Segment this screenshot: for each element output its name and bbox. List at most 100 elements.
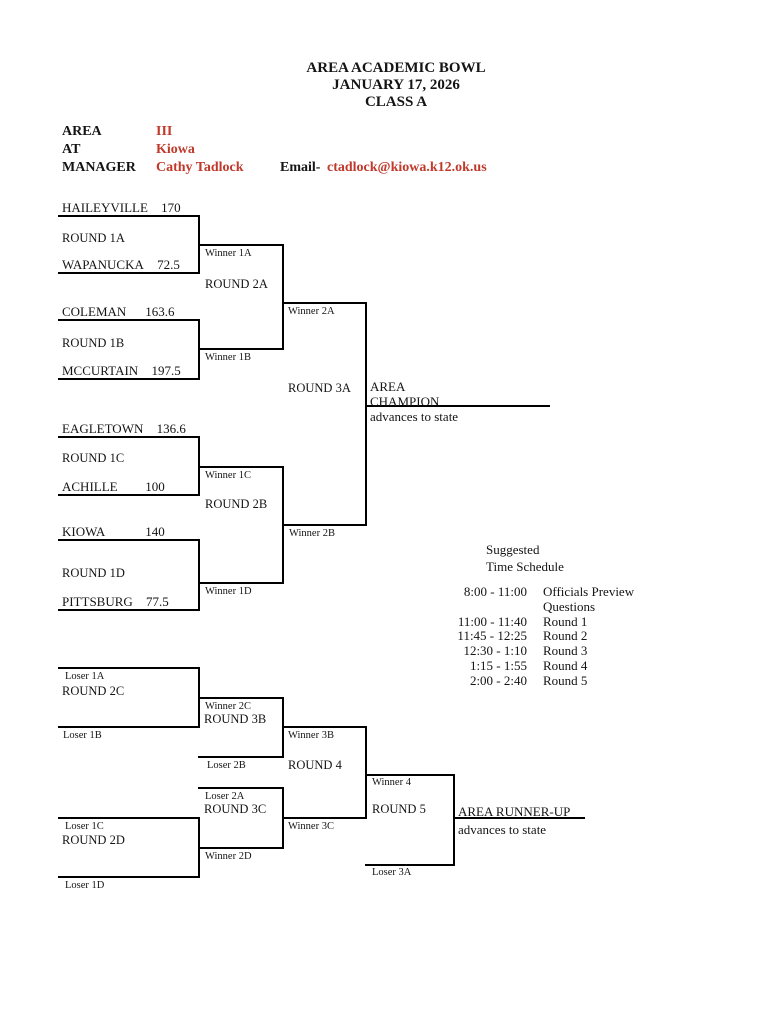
time-schedule: Suggested Time Schedule 8:00 - 11:00 Off… [447,541,634,689]
team-name: WAPANUCKA [62,257,144,272]
bracket-line-h [58,319,198,321]
bracket-line-h [58,609,198,611]
bracket-line-v [365,302,367,526]
bracket-line-h [58,726,198,728]
slot-label-winner-2c: Winner 2C [205,701,251,712]
schedule-row: 8:00 - 11:00 Officials Preview [447,584,635,600]
team-slot-kiowa: KIOWA 140 [62,524,165,540]
bracket-line-h [198,582,282,584]
bracket-line-v [198,539,200,611]
bracket-line-h [58,436,198,438]
schedule-event: Questions [543,598,595,614]
slot-label-loser-1c: Loser 1C [65,821,104,832]
bracket-line-h [198,756,282,758]
round-label-3b: ROUND 3B [204,712,267,726]
bracket-line-h [58,539,198,541]
schedule-time: 12:30 - 1:10 [463,643,527,659]
round-label-1c: ROUND 1C [62,451,125,465]
team-name: KIOWA [62,524,106,539]
team-score: 163.6 [145,304,175,319]
champion-line [365,405,550,407]
round-label-2a: ROUND 2A [205,277,268,291]
area-label: AREA [62,124,102,139]
bracket-line-h [282,302,365,304]
area-value: III [156,124,173,139]
slot-label-loser-2b: Loser 2B [207,760,246,771]
manager-value: Cathy Tadlock [156,160,244,175]
email-value: ctadlock@kiowa.k12.ok.us [327,160,487,175]
bracket-line-h [58,876,198,878]
bracket-line-h [282,817,365,819]
email-label: Email- [280,160,321,175]
bracket-line-v [198,436,200,496]
bracket-line-h [198,697,282,699]
schedule-heading-line1: Suggested [486,542,540,557]
schedule-event: Round 2 [543,628,588,644]
bracket-line-h [58,667,198,669]
team-score: 72.5 [157,257,180,272]
slot-label-loser-1b: Loser 1B [63,730,102,741]
schedule-heading-line2: Time Schedule [486,559,564,574]
title-line-event: AREA ACADEMIC BOWL [306,60,486,76]
schedule-time: 2:00 - 2:40 [469,672,527,688]
team-score: 100 [145,479,165,494]
slot-label-loser-1d: Loser 1D [65,880,105,891]
schedule-row: 11:45 - 12:25 Round 2 [447,629,634,644]
slot-label-winner-1d: Winner 1D [205,586,252,597]
slot-label-winner-1c: Winner 1C [205,470,251,481]
team-name: PITTSBURG [62,594,133,609]
page-title: AREA ACADEMIC BOWL JANUARY 17, 2026 CLAS… [36,60,756,111]
bracket-line-h [198,348,282,350]
manager-label: MANAGER [62,160,136,175]
schedule-event: Round 4 [543,657,588,673]
slot-label-winner-1b: Winner 1B [205,352,251,363]
slot-label-winner-2d: Winner 2D [205,851,252,862]
bracket-line-v [198,817,200,878]
slot-label-winner-3c: Winner 3C [288,821,334,832]
schedule-event: Round 5 [543,672,588,688]
slot-label-loser-3a: Loser 3A [372,867,412,878]
team-score: 136.6 [156,421,186,436]
bracket-line-h [58,215,198,217]
champion-title-line2: CHAMPION [370,394,440,409]
team-slot-eagletown: EAGLETOWN 136.6 [62,421,186,437]
bracket-line-h [282,524,365,526]
bracket-line-v [282,787,284,849]
at-label: AT [62,142,81,157]
team-score: 170 [161,200,181,215]
bracket-line-v [282,697,284,758]
team-name: MCCURTAIN [62,363,139,378]
bracket-line-h [365,774,453,776]
bracket-line-h [58,494,198,496]
slot-label-loser-2a: Loser 2A [205,791,245,802]
bracket-line-v [198,215,200,274]
bracket-line-h [198,847,282,849]
team-name: ACHILLE [62,479,118,494]
slot-label-winner-2a: Winner 2A [288,306,335,317]
round-label-1a: ROUND 1A [62,231,125,245]
team-slot-achille: ACHILLE 100 [62,479,165,495]
title-line-date: JANUARY 17, 2026 [332,77,460,93]
schedule-row: 12:30 - 1:10 Round 3 [447,643,634,659]
bracket-line-v [198,319,200,380]
schedule-event: Officials Preview [543,584,635,599]
team-name: COLEMAN [62,304,127,319]
champion-note: advances to state [370,409,459,424]
runner-up-line [453,817,585,819]
bracket-line-h [58,272,198,274]
schedule-row: 11:00 - 11:40 Round 1 [447,614,634,630]
bracket-line-h [365,864,453,866]
bracket-line-v [198,667,200,728]
bracket-line-h [198,466,282,468]
round-label-2b: ROUND 2B [205,497,268,511]
bracket-line-v [365,726,367,819]
team-slot-coleman: COLEMAN 163.6 [62,304,175,320]
team-score: 77.5 [146,594,169,609]
team-score: 140 [145,524,165,539]
slot-label-winner-3b: Winner 3B [288,730,334,741]
title-line-class: CLASS A [364,94,428,110]
bracket-line-h [198,244,282,246]
bracket-line-h [58,817,198,819]
bracket-line-v [453,774,455,866]
